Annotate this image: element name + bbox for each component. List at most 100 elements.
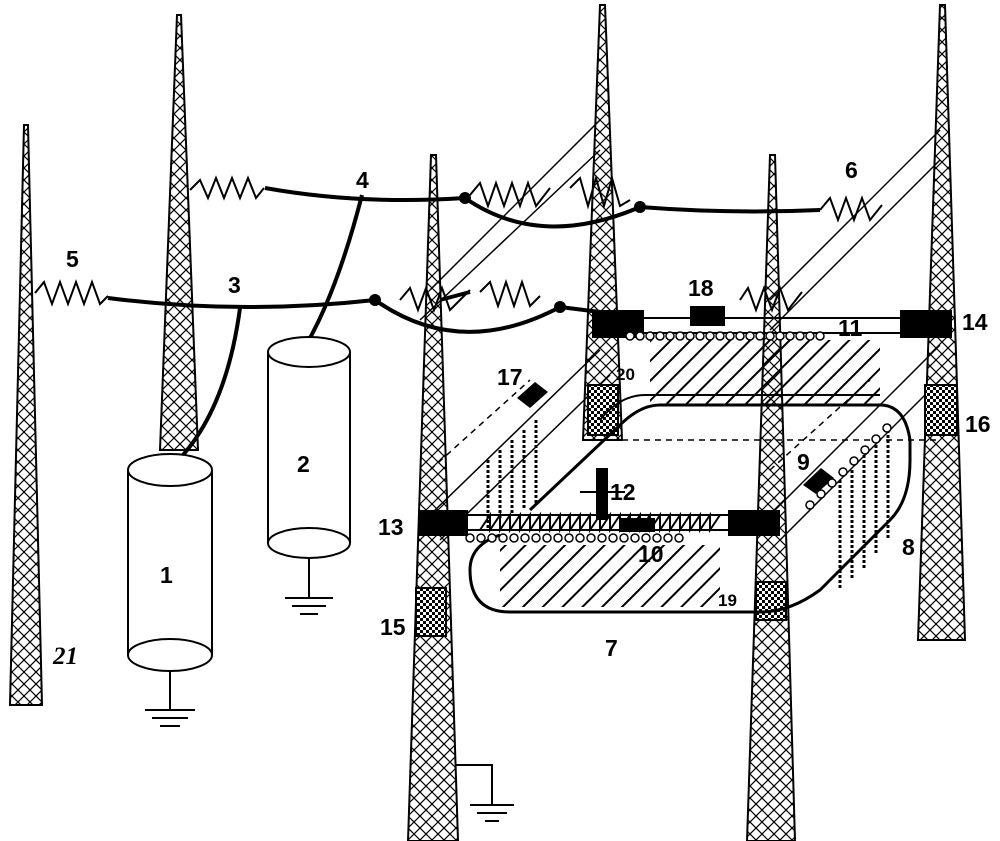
chain-link	[476, 533, 486, 543]
chain-link	[652, 533, 662, 543]
chain-link	[641, 533, 651, 543]
chain-link	[745, 331, 755, 341]
chain-link	[685, 331, 695, 341]
block-12	[596, 468, 608, 520]
cable-4	[298, 194, 364, 357]
insulator-strings	[34, 174, 883, 313]
label-6: 6	[845, 157, 858, 183]
tower-left	[158, 14, 200, 451]
chain-link	[531, 533, 541, 543]
chain-link	[695, 331, 705, 341]
chain-link	[675, 331, 685, 341]
clamp-14-right	[900, 310, 952, 338]
chain-link	[882, 423, 892, 433]
block-9	[803, 468, 834, 494]
label-15: 15	[380, 614, 406, 640]
label-21: 21	[52, 643, 78, 670]
chain-link	[665, 331, 675, 341]
label-8: 8	[902, 534, 915, 560]
chain-link	[805, 331, 815, 341]
chain-link	[860, 445, 870, 455]
label-17: 17	[497, 364, 523, 390]
label-13: 13	[378, 514, 404, 540]
label-19: 19	[718, 591, 737, 610]
chain-link	[553, 533, 563, 543]
chain-link	[498, 533, 508, 543]
label-18: 18	[688, 275, 714, 301]
loop-ring-inner	[599, 394, 880, 421]
chain-link	[586, 533, 596, 543]
label-2: 2	[297, 451, 310, 477]
label-20: 20	[616, 365, 635, 384]
circle-chain-8	[805, 423, 892, 510]
chain-link	[663, 533, 673, 543]
chain-link	[725, 331, 735, 341]
chain-link	[674, 533, 684, 543]
line-joints	[369, 192, 646, 313]
label-11: 11	[838, 315, 863, 341]
insulator-19	[755, 581, 787, 621]
label-16: 16	[965, 411, 991, 437]
chain-link	[520, 533, 530, 543]
chain-link	[715, 331, 725, 341]
label-14: 14	[962, 309, 988, 335]
capacitor-2	[267, 336, 351, 615]
chain-link	[635, 331, 645, 341]
chain-link	[755, 331, 765, 341]
chain-link	[509, 533, 519, 543]
label-1: 1	[160, 562, 173, 588]
chain-link	[785, 331, 795, 341]
chain-link	[542, 533, 552, 543]
label-10: 10	[638, 541, 664, 567]
chain-link	[827, 478, 837, 488]
chain-link	[871, 434, 881, 444]
chain-link	[815, 331, 825, 341]
clamp-13-right	[728, 510, 780, 536]
label-3: 3	[228, 272, 241, 298]
label-9: 9	[797, 449, 810, 475]
ground-symbol-tower	[455, 764, 514, 822]
chain-link	[805, 500, 815, 510]
coil-bundle-top	[650, 340, 880, 405]
chain-link	[849, 456, 859, 466]
clamp-13-left	[418, 510, 468, 536]
label-4: 4	[356, 167, 369, 193]
tower-center-left	[406, 154, 460, 841]
chain-link	[765, 331, 775, 341]
chain-link	[575, 533, 585, 543]
chain-link	[564, 533, 574, 543]
chain-link	[630, 533, 640, 543]
chain-link	[487, 533, 497, 543]
tower-left-far	[8, 124, 44, 706]
clamp-14-left	[592, 310, 644, 338]
chain-link	[619, 533, 629, 543]
chain-link	[465, 533, 475, 543]
insulator-16	[924, 384, 958, 436]
circle-chain-10	[465, 533, 684, 543]
chain-link	[597, 533, 607, 543]
chain-link	[838, 467, 848, 477]
circle-chain-11	[625, 331, 825, 341]
chain-link	[645, 331, 655, 341]
block-18	[690, 306, 725, 326]
coil-bundle-bottom	[500, 545, 720, 607]
chain-link	[795, 331, 805, 341]
crossbeam-bottom	[450, 511, 730, 534]
chain-link	[816, 489, 826, 499]
chain-link	[705, 331, 715, 341]
chain-link	[625, 331, 635, 341]
label-12: 12	[610, 479, 636, 505]
block-17	[517, 382, 548, 408]
label-5: 5	[66, 246, 79, 272]
chain-link	[655, 331, 665, 341]
chain-link	[775, 331, 785, 341]
insulator-center-back	[587, 384, 619, 436]
chain-link	[608, 533, 618, 543]
label-7: 7	[605, 635, 618, 661]
block-10	[620, 518, 655, 532]
capacitor-1	[127, 453, 213, 727]
coil-strings-left	[486, 420, 538, 530]
coil-strings-right	[838, 425, 890, 590]
